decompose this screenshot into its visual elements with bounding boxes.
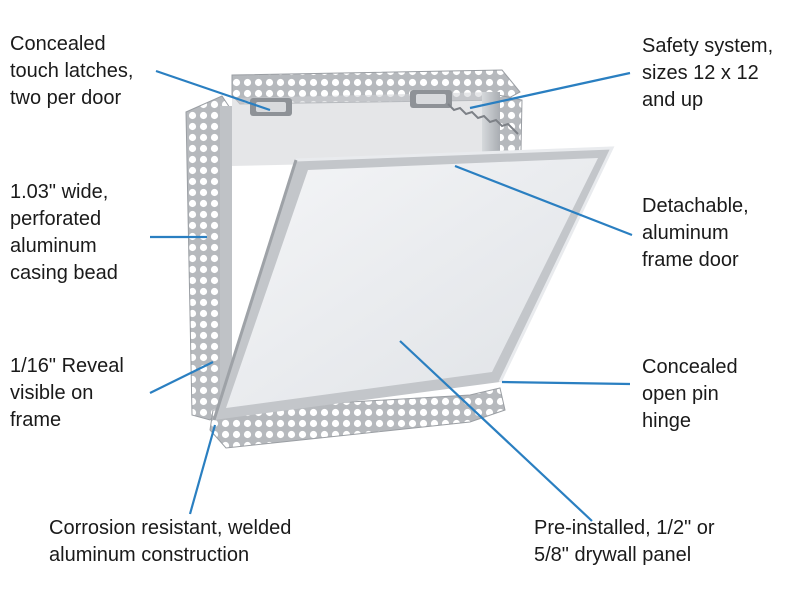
callout-reveal: 1/16" Reveal visible on frame [10, 353, 124, 434]
callout-line: 1/16" Reveal [10, 355, 124, 377]
callout-line: Concealed [642, 356, 738, 378]
callout-line: Pre-installed, 1/2" or [534, 517, 715, 539]
callout-line: perforated [10, 208, 102, 230]
callout-line: casing bead [10, 262, 118, 284]
callout-line: aluminum [10, 235, 97, 257]
callout-line: touch latches, [10, 60, 134, 82]
callout-latches: Concealed touch latches, two per door [10, 31, 133, 112]
callout-panel: Pre-installed, 1/2" or 5/8" drywall pane… [534, 515, 715, 569]
callout-door: Detachable, aluminum frame door [642, 193, 749, 274]
callout-line: 5/8" drywall panel [534, 544, 692, 566]
callout-line: Safety system, [642, 35, 774, 57]
callout-line: two per door [10, 87, 122, 109]
callout-line: Corrosion resistant, welded [49, 517, 292, 539]
leader-lines [149, 69, 633, 522]
callout-line: hinge [642, 410, 691, 432]
safety-chain [447, 103, 519, 135]
callout-line: and up [642, 89, 704, 111]
callout-corrosion: Corrosion resistant, welded aluminum con… [49, 515, 291, 569]
callout-line: visible on [10, 382, 94, 404]
callout-line: aluminum construction [49, 544, 250, 566]
latch-left [250, 98, 292, 116]
callout-hinge: Concealed open pin hinge [642, 354, 738, 435]
callout-line: frame door [642, 249, 739, 271]
callout-line: Detachable, [642, 195, 749, 217]
callout-casing-bead: 1.03" wide, perforated aluminum casing b… [10, 179, 118, 287]
callout-line: aluminum [642, 222, 729, 244]
callout-line: sizes 12 x 12 [642, 62, 759, 84]
door-panel [212, 146, 615, 421]
latch-right [410, 90, 452, 108]
callout-line: open pin [642, 383, 719, 405]
callout-line: 1.03" wide, [10, 181, 109, 203]
callout-line: frame [10, 409, 62, 431]
callout-line: Concealed [10, 33, 106, 55]
callout-safety: Safety system, sizes 12 x 12 and up [642, 33, 773, 114]
